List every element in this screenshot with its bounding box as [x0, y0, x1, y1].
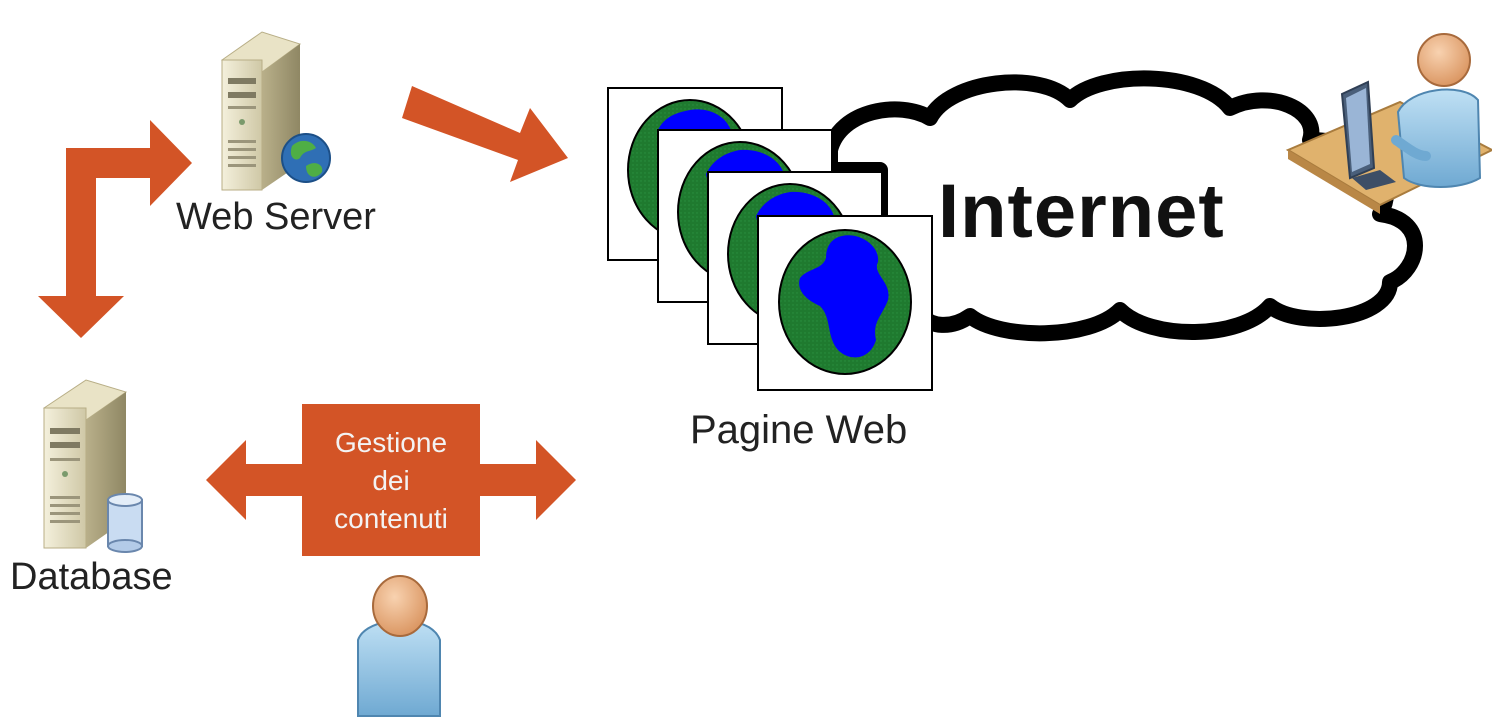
cloud-icon: [822, 70, 1423, 342]
globe-icon: [281, 133, 331, 183]
web-page: [757, 215, 933, 391]
content-management-line: contenuti: [334, 503, 448, 534]
internet-label: Internet: [938, 169, 1225, 254]
globe-icon: [778, 229, 912, 375]
user-at-desk-icon: [1285, 33, 1492, 214]
web-server-label: Web Server: [176, 196, 376, 238]
web-pages-stack: [607, 87, 933, 391]
database-server-icon: [42, 379, 143, 553]
content-management-line: dei: [372, 465, 410, 496]
content-manager-user-icon: [357, 575, 441, 717]
content-management-line: Gestione: [334, 427, 448, 458]
database-cylinder-icon: [107, 493, 143, 553]
server-to-pages-arrow: [402, 86, 568, 182]
server-database-arrow: [38, 120, 192, 338]
web-server-icon: [220, 31, 331, 191]
pagine-web-label: Pagine Web: [690, 408, 908, 452]
database-label: Database: [10, 556, 173, 598]
content-management-box: Gestione dei contenuti: [302, 404, 480, 556]
